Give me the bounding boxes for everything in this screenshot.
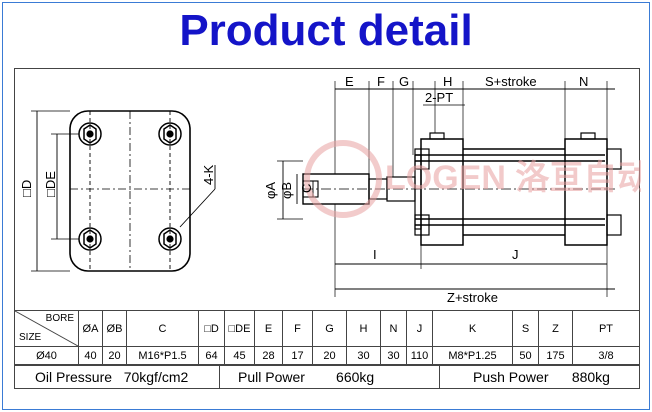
header-D: □D (198, 310, 225, 347)
dim-I: I (373, 247, 377, 262)
performance-specs: Oil Pressure 70kgf/cm2 Pull Power 660kg … (14, 365, 640, 389)
cell-C: M16*P1.5 (126, 346, 199, 365)
header-H: H (346, 310, 381, 347)
header-PT: PT (572, 310, 640, 347)
technical-drawing: LOGEN 洛亘自动化 E F G H S+stroke N 2-PT □D □… (14, 68, 652, 310)
cell-A: 40 (78, 346, 103, 365)
bore-size-header: BORE SIZE (14, 310, 79, 347)
header-K: K (432, 310, 513, 347)
dim-Z-stroke: Z+stroke (447, 290, 498, 305)
spec-table: BORE SIZE ØA ØB C □D □DE E F G H N J K S… (14, 310, 640, 365)
cell-S: 50 (512, 346, 539, 365)
bolt-br (158, 227, 182, 251)
cell-F: 17 (282, 346, 313, 365)
dim-phiB: φB (279, 182, 294, 199)
cell-DE: 45 (224, 346, 255, 365)
header-J: J (406, 310, 433, 347)
dim-C: C (299, 184, 314, 193)
cell-H: 30 (346, 346, 381, 365)
header-DE: □DE (224, 310, 255, 347)
dim-F: F (377, 74, 385, 89)
cell-bore: Ø40 (14, 346, 79, 365)
dim-J: J (512, 247, 519, 262)
watermark-text: LOGEN 洛亘自动化 (385, 159, 641, 197)
dim-4-K: 4-K (201, 164, 216, 185)
cell-G: 20 (312, 346, 347, 365)
header-E: E (254, 310, 283, 347)
header-B: ØB (102, 310, 127, 347)
header-Z: Z (538, 310, 573, 347)
watermark: LOGEN 洛亘自动化 (304, 140, 652, 218)
cylinder-drawing-svg: LOGEN 洛亘自动化 E F G H S+stroke N 2-PT □D □… (19, 74, 652, 305)
cell-B: 20 (102, 346, 127, 365)
cell-J: 110 (406, 346, 433, 365)
cell-E: 28 (254, 346, 283, 365)
side-view (277, 81, 622, 297)
page-title: Product detail (179, 6, 473, 55)
header-N: N (380, 310, 407, 347)
spec-row-40: Ø40 40 20 M16*P1.5 64 45 28 17 20 30 30 … (14, 346, 640, 365)
bore-label: BORE (45, 313, 74, 324)
header-A: ØA (78, 310, 103, 347)
oil-pressure: Oil Pressure 70kgf/cm2 (15, 366, 220, 388)
dim-phiA: φA (263, 182, 278, 199)
header-F: F (282, 310, 313, 347)
dim-D: □D (19, 180, 34, 197)
cell-D: 64 (198, 346, 225, 365)
cell-PT: 3/8 (572, 346, 640, 365)
dim-H: H (443, 74, 452, 89)
cell-Z: 175 (538, 346, 573, 365)
size-label: SIZE (19, 332, 42, 343)
header-S: S (512, 310, 539, 347)
cell-N: 30 (380, 346, 407, 365)
dim-S-stroke: S+stroke (485, 74, 537, 89)
bolt-tr (158, 122, 182, 146)
dim-E: E (345, 74, 354, 89)
dim-N: N (579, 74, 588, 89)
cell-K: M8*P1.25 (432, 346, 513, 365)
spec-header-row: BORE SIZE ØA ØB C □D □DE E F G H N J K S… (14, 310, 640, 347)
dim-DE: □DE (43, 171, 58, 197)
header-G: G (312, 310, 347, 347)
header-C: C (126, 310, 199, 347)
pull-power: Pull Power 660kg (220, 366, 440, 388)
push-power: Push Power 880kg (473, 369, 610, 385)
dim-G: G (399, 74, 409, 89)
end-view (31, 110, 216, 272)
dim-2-PT: 2-PT (425, 90, 453, 105)
